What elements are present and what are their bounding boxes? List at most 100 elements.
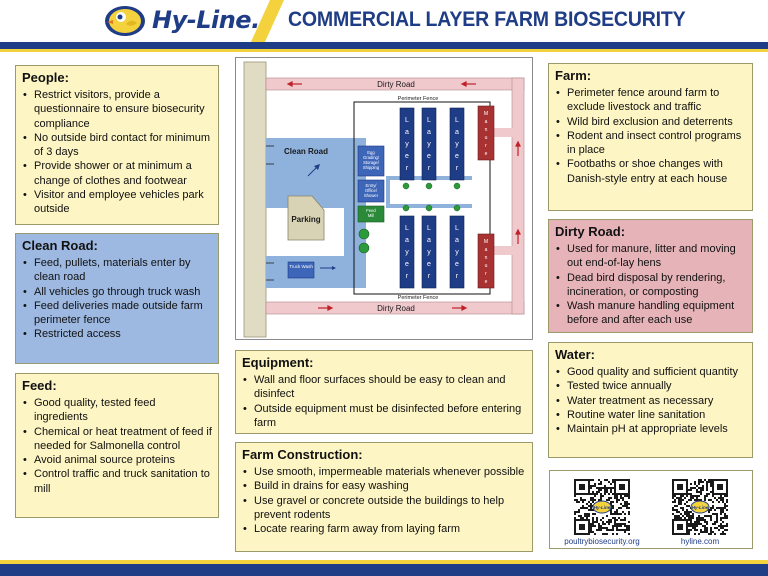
manure-shed-label: n (485, 255, 488, 261)
qr-module (712, 523, 714, 525)
qr-module (690, 497, 692, 499)
water-section: Water: Good quality and sufficient quant… (548, 342, 753, 458)
list-item: Use smooth, impermeable materials whenev… (242, 465, 526, 480)
list-item: Water treatment as necessary (555, 394, 746, 409)
list-item: Control traffic and truck sanitation to … (22, 467, 212, 496)
qr-module (722, 499, 724, 501)
qr-finder-core (717, 484, 723, 490)
layer-house-label: e (427, 153, 431, 160)
qr-module (586, 517, 588, 519)
qr-module (690, 511, 692, 513)
qr-module (712, 495, 714, 497)
header-slash-decoration (250, 0, 284, 44)
header-stripe (0, 49, 768, 52)
qr-module (610, 503, 612, 505)
qr-module (596, 519, 598, 521)
qr-module (576, 501, 578, 503)
qr-module (596, 487, 598, 489)
qr-module (686, 513, 688, 515)
qr-module (706, 529, 708, 531)
qr-module (688, 505, 690, 507)
qr-module (602, 495, 604, 497)
qr-module (704, 495, 706, 497)
qr-module (588, 509, 590, 511)
entry-footbath-marker (425, 204, 433, 212)
qr-module (690, 499, 692, 501)
qr-module (716, 499, 718, 501)
list-item: Locate rearing farm away from laying far… (242, 522, 526, 537)
layer-house-label: y (455, 141, 459, 148)
qr-module (600, 529, 602, 531)
qr-badge-label: Hy-Line (692, 505, 709, 510)
qr-module (582, 499, 584, 501)
qr-module (696, 525, 698, 527)
qr-module (590, 479, 592, 481)
qr-module (600, 519, 602, 521)
qr-module (590, 531, 592, 533)
qr-module (608, 523, 610, 525)
dirty-road-spur-bottom (494, 246, 514, 255)
qr-module (618, 523, 620, 525)
qr-module (592, 509, 594, 511)
dirty-road-list: Used for manure, litter and moving out e… (555, 242, 746, 328)
qr-module (616, 499, 618, 501)
hyline-link[interactable]: hyline.com (680, 537, 720, 546)
qr-module (610, 509, 612, 511)
qr-module (608, 497, 610, 499)
qr-module (724, 505, 726, 507)
farm-construction-title: Farm Construction: (242, 447, 363, 462)
qr-module (726, 509, 728, 511)
qr-module (704, 499, 706, 501)
qr-module (578, 509, 580, 511)
qr-module (694, 487, 696, 489)
footer-stripe (0, 560, 768, 564)
list-item: Visitor and employee vehicles park outsi… (22, 188, 212, 217)
qr-module (676, 497, 678, 499)
qr-module (696, 495, 698, 497)
qr-module (626, 501, 628, 503)
qr-module (698, 481, 700, 483)
qr-module (716, 515, 718, 517)
layer-house-label: e (405, 261, 409, 268)
qr-module (702, 525, 704, 527)
qr-module (726, 523, 728, 525)
qr-finder (712, 479, 728, 495)
qr-module (600, 527, 602, 529)
qr-module (606, 479, 608, 481)
poultrybiosecurity-link[interactable]: poultrybiosecurity.org (564, 537, 640, 546)
qr-module (672, 507, 674, 509)
qr-module (610, 511, 612, 513)
list-item: Chemical or heat treatment of feed if ne… (22, 425, 212, 454)
qr-code-poultrybiosecurity[interactable]: Hy-Line (574, 479, 630, 535)
farm-construction-list: Use smooth, impermeable materials whenev… (242, 465, 526, 537)
qr-module (720, 511, 722, 513)
layer-house-label: y (427, 141, 431, 148)
qr-module (678, 499, 680, 501)
qr-module (604, 527, 606, 529)
qr-module (696, 519, 698, 521)
qr-module (696, 517, 698, 519)
layer-house (421, 107, 437, 181)
qr-module (704, 519, 706, 521)
layer-house-label: r (406, 165, 409, 172)
qr-module (602, 533, 604, 535)
qr-module (602, 523, 604, 525)
list-item: Restrict visitors, provide a questionnai… (22, 88, 212, 131)
qr-code-hyline[interactable]: Hy-Line (672, 479, 728, 535)
qr-module (592, 501, 594, 503)
qr-module (718, 507, 720, 509)
qr-module (606, 521, 608, 523)
qr-module (628, 511, 630, 513)
qr-module (610, 497, 612, 499)
qr-module (612, 529, 614, 531)
layer-house-label: a (427, 237, 431, 244)
qr-module (680, 517, 682, 519)
qr-module (598, 529, 600, 531)
qr-module (612, 493, 614, 495)
manure-shed-label: e (485, 151, 488, 157)
list-item: Tested twice annually (555, 379, 746, 394)
qr-module (724, 515, 726, 517)
qr-module (708, 515, 710, 517)
qr-module (622, 529, 624, 531)
